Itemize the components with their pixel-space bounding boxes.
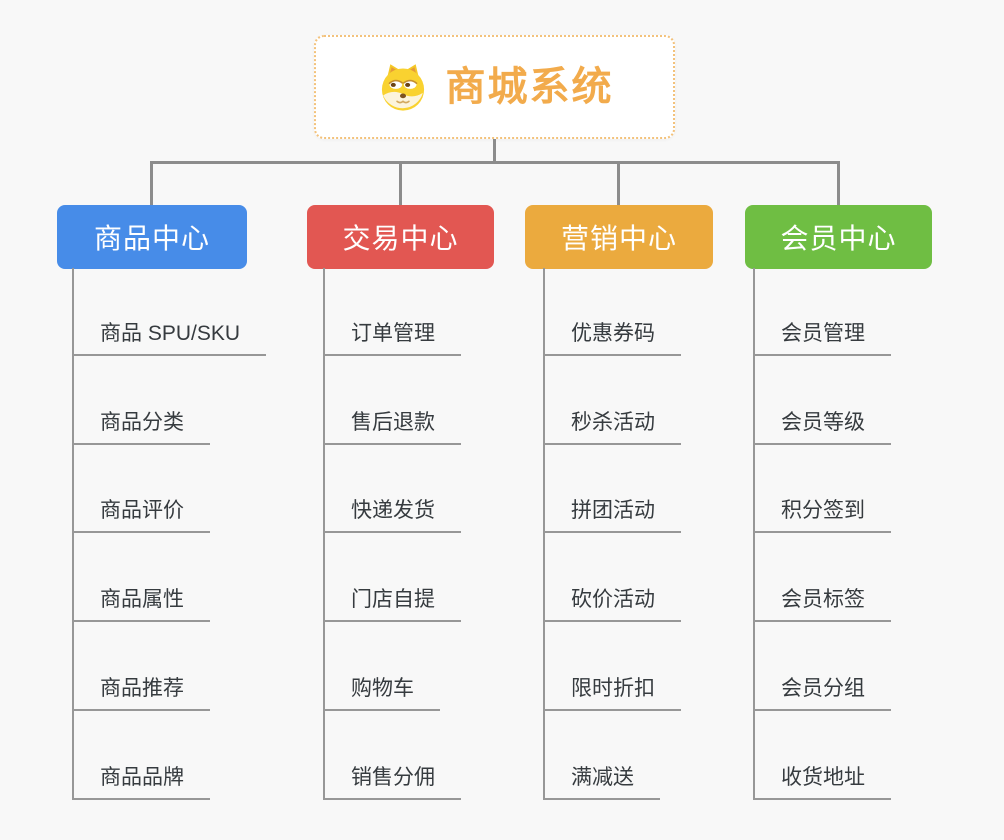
leaf-node[interactable]: 满减送 (543, 766, 660, 800)
branch-spine (753, 268, 755, 800)
branch-spine (543, 268, 545, 800)
leaf-node[interactable]: 商品品牌 (72, 766, 210, 800)
leaf-node[interactable]: 商品属性 (72, 588, 210, 622)
leaf-node[interactable]: 会员分组 (753, 677, 891, 711)
branch-header-trade[interactable]: 交易中心 (307, 205, 494, 269)
dog-face-icon (376, 60, 430, 114)
connector-stub-member (837, 161, 840, 206)
leaf-node[interactable]: 商品 SPU/SKU (72, 322, 267, 356)
leaf-node[interactable]: 会员等级 (753, 411, 891, 445)
leaf-node[interactable]: 砍价活动 (543, 588, 681, 622)
branch-header-member[interactable]: 会员中心 (745, 205, 932, 269)
branch-spine (72, 268, 74, 800)
leaf-node[interactable]: 限时折扣 (543, 677, 681, 711)
connector-stub-trade (399, 161, 402, 206)
leaf-node[interactable]: 销售分佣 (323, 766, 461, 800)
leaf-node[interactable]: 售后退款 (323, 411, 461, 445)
leaf-node[interactable]: 商品分类 (72, 411, 210, 445)
leaf-node[interactable]: 优惠券码 (543, 322, 681, 356)
connector-stub-product (150, 161, 153, 206)
leaf-node[interactable]: 商品推荐 (72, 677, 210, 711)
branch-header-marketing[interactable]: 营销中心 (525, 205, 713, 269)
leaf-node[interactable]: 购物车 (323, 677, 440, 711)
leaf-node[interactable]: 拼团活动 (543, 499, 681, 533)
root-title: 商城系统 (445, 65, 614, 109)
leaf-node[interactable]: 会员管理 (753, 322, 891, 356)
leaf-node[interactable]: 积分签到 (753, 499, 891, 533)
connector-rail (150, 161, 838, 164)
root-node[interactable]: 商城系统 (314, 35, 675, 139)
leaf-node[interactable]: 会员标签 (753, 588, 891, 622)
leaf-node[interactable]: 快递发货 (323, 499, 461, 533)
connector-root-stub (493, 139, 496, 162)
connector-stub-marketing (617, 161, 620, 206)
leaf-node[interactable]: 秒杀活动 (543, 411, 681, 445)
branch-header-product[interactable]: 商品中心 (57, 205, 247, 269)
leaf-node[interactable]: 门店自提 (323, 588, 461, 622)
leaf-node[interactable]: 商品评价 (72, 499, 210, 533)
leaf-node[interactable]: 订单管理 (323, 322, 461, 356)
branch-spine (323, 268, 325, 800)
leaf-node[interactable]: 收货地址 (753, 766, 891, 800)
